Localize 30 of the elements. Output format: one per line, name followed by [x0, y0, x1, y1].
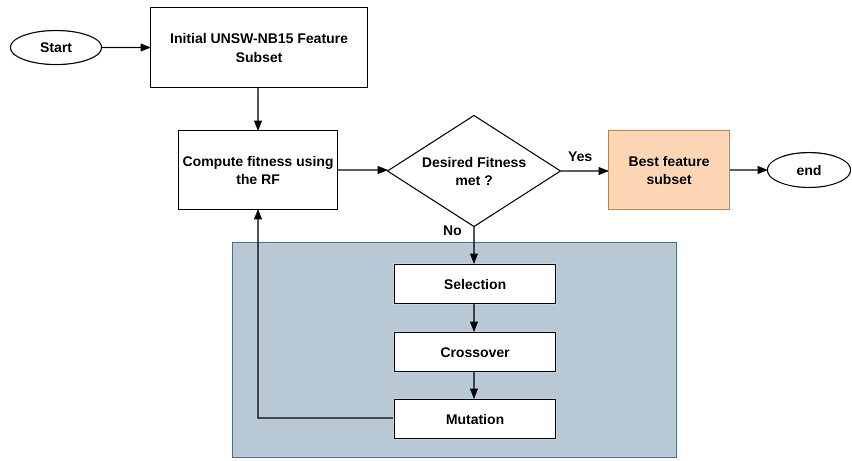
edge-label: Yes	[566, 148, 594, 164]
process-box	[394, 332, 556, 372]
decision-diamond	[387, 115, 561, 227]
process-box	[394, 399, 556, 439]
start-ellipse	[10, 30, 102, 65]
node-label: Initial UNSW-NB15 Feature Subset	[169, 29, 349, 66]
result-box	[608, 130, 730, 210]
edge-label: No	[441, 222, 464, 238]
node-label: Best feature subset	[628, 152, 710, 188]
end-ellipse	[767, 152, 851, 188]
node-label: Mutation	[446, 410, 504, 428]
node-label: Start	[40, 38, 72, 57]
node-label: Crossover	[440, 342, 510, 362]
node-label: end	[796, 160, 822, 180]
arrow	[470, 371, 478, 400]
arrow	[730, 166, 768, 174]
arrow	[254, 88, 262, 132]
arrow	[470, 227, 478, 264]
arrow	[561, 166, 610, 176]
operator-panel	[232, 242, 677, 458]
arrow	[338, 166, 388, 174]
node-label: Selection	[444, 274, 506, 294]
node-label: Desired Fitness met ?	[421, 152, 527, 190]
process-box	[150, 7, 368, 88]
node-label: Compute fitness using the RF	[182, 152, 334, 188]
arrow	[254, 208, 393, 419]
process-box	[394, 264, 556, 304]
process-box	[178, 130, 338, 210]
arrow	[470, 303, 478, 332]
arrow	[102, 43, 152, 52]
